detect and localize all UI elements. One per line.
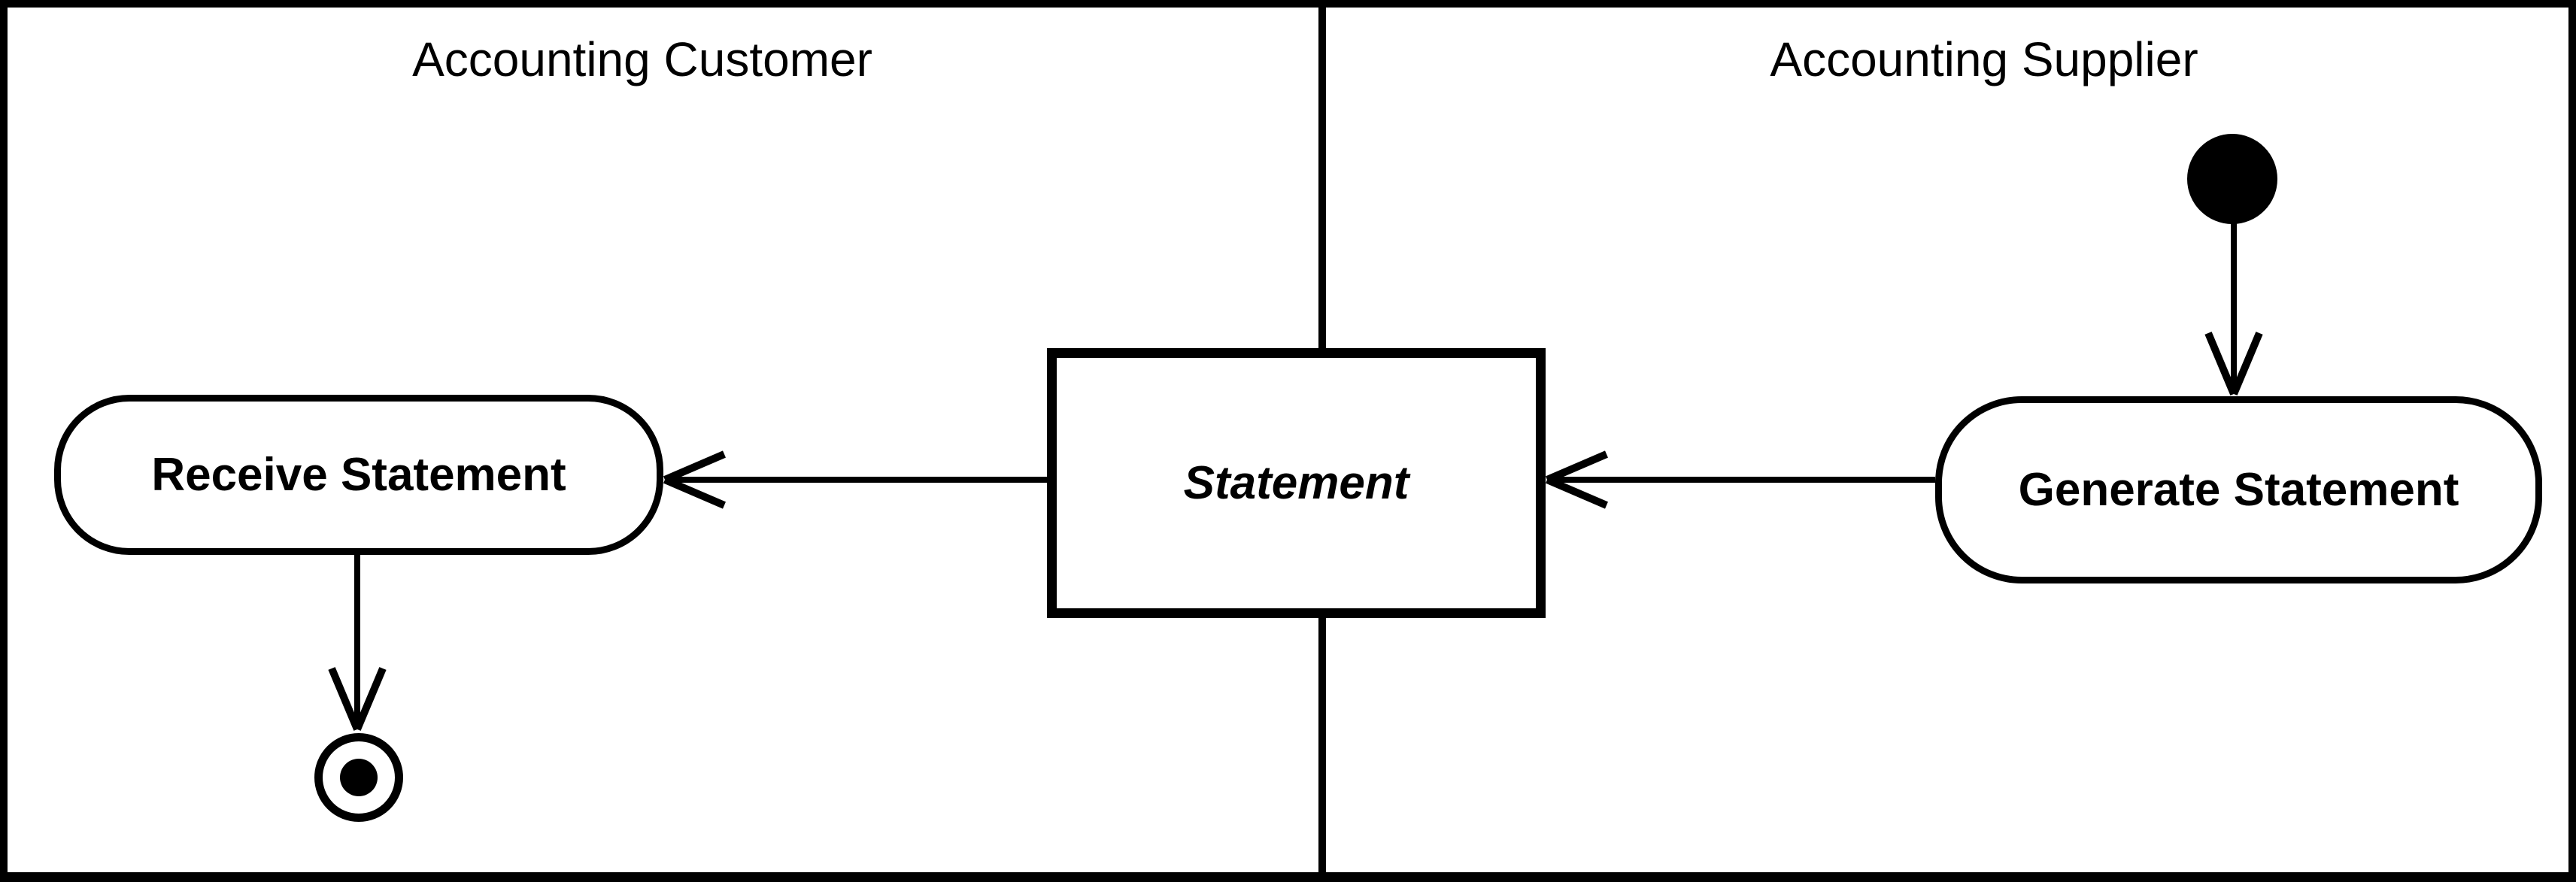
object-node-statement-label: Statement <box>1183 457 1409 509</box>
edge-initial-to-generate <box>2204 218 2263 396</box>
action-node-generate-statement: Generate Statement <box>1935 396 2542 583</box>
edge-statement-to-receive <box>663 450 1047 509</box>
edge-generate-to-statement <box>1546 450 1935 509</box>
final-node-icon <box>314 733 403 822</box>
initial-node-icon <box>2187 134 2277 224</box>
object-node-statement: Statement <box>1047 348 1546 618</box>
action-node-receive-statement: Receive Statement <box>54 395 663 555</box>
action-node-generate-statement-label: Generate Statement <box>2018 464 2459 516</box>
edge-receive-to-final <box>328 555 387 731</box>
action-node-receive-statement-label: Receive Statement <box>151 449 566 501</box>
lane-title-accounting-supplier: Accounting Supplier <box>1770 32 2198 86</box>
final-node-inner-dot <box>340 759 378 796</box>
lane-title-accounting-customer: Accounting Customer <box>412 32 872 86</box>
